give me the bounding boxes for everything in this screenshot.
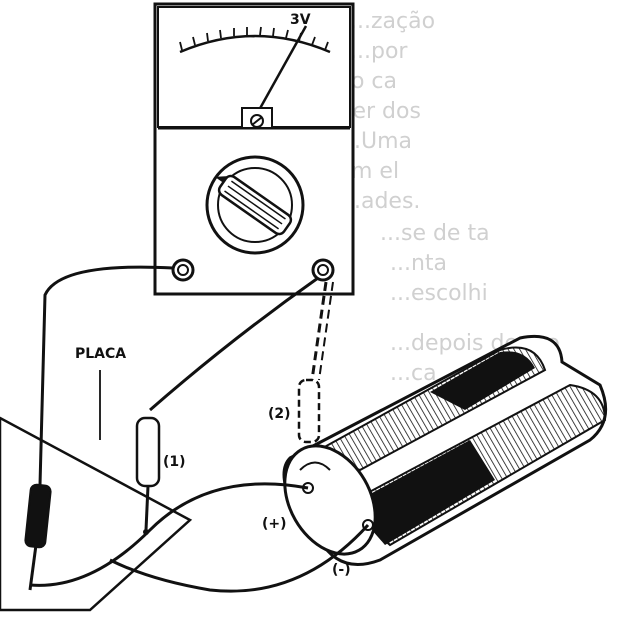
probe-1 — [135, 416, 161, 535]
meter-range-label: 3V — [290, 12, 311, 28]
bg-line: ...por — [350, 39, 408, 64]
battery-pack — [282, 334, 608, 566]
bg-line: ...nta — [390, 251, 447, 276]
background-text: ...zação ...por ...o ca ...ser dos ...Um… — [320, 9, 560, 386]
plate-label: PLACA — [75, 346, 126, 362]
bg-line: ...zação — [350, 9, 435, 34]
negative-label: (-) — [332, 562, 351, 578]
bg-line: ...se de ta — [380, 221, 490, 246]
bg-line: ...escolhi — [390, 281, 488, 306]
battery-end-cap — [283, 444, 377, 556]
wire-left — [38, 265, 174, 486]
wire-positive — [29, 482, 309, 587]
plate-probe — [24, 483, 52, 591]
meter-needle — [256, 25, 308, 113]
wire-alternative — [310, 281, 328, 381]
battery-cell-lower — [343, 383, 607, 547]
wire-negative — [109, 523, 370, 593]
selector-pointer — [214, 174, 293, 236]
probe-2 — [297, 378, 321, 444]
probe-2-label: (2) — [268, 406, 291, 422]
plate — [0, 370, 193, 612]
wire-right — [149, 276, 319, 412]
bg-line: ...ca — [390, 361, 437, 386]
multimeter: 3V — [153, 2, 355, 296]
battery-cell-upper — [307, 346, 547, 472]
meter-scale — [179, 34, 331, 54]
positive-label: (+) — [262, 516, 287, 532]
probe-1-label: (1) — [163, 454, 186, 470]
